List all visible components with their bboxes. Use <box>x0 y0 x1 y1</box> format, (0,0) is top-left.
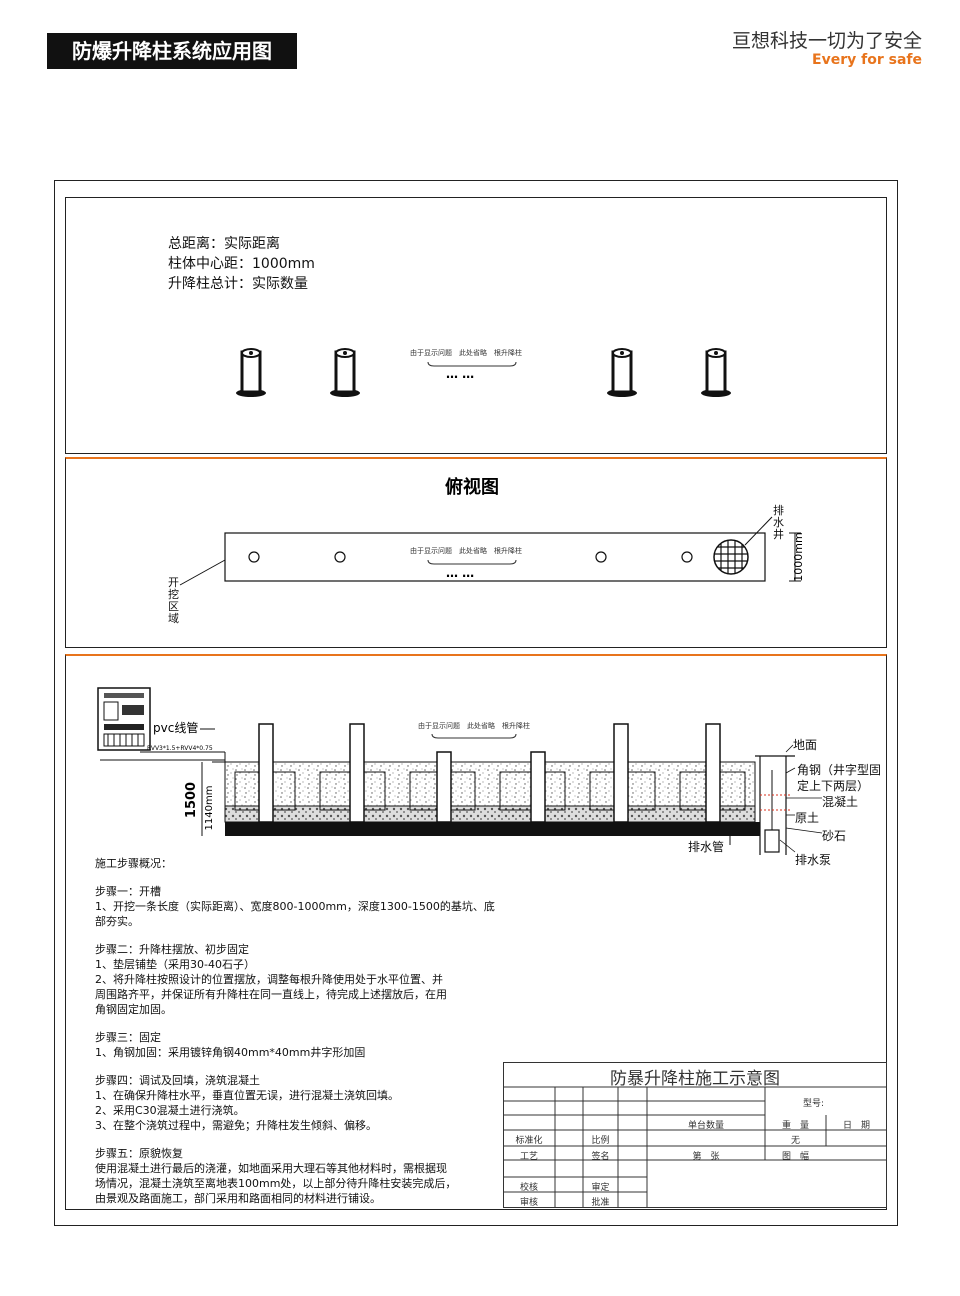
company-slogan-en: Every for safe <box>812 52 922 68</box>
callout-leaders <box>779 744 823 853</box>
bollard-2 <box>330 348 360 397</box>
concrete-layer <box>224 761 756 807</box>
step-line: 步骤一：开槽 <box>95 885 161 898</box>
control-cabinet <box>97 687 151 751</box>
step-gap <box>95 1017 495 1030</box>
step-line: 步骤四：调试及回填，浇筑混凝土 <box>95 1074 260 1087</box>
omission-note: 由于显示问题 此处省略 根升降柱 <box>410 348 522 357</box>
drawing-title-block: 防暴升降柱施工示意图 型号: 单台数量 重 量 日 期 标准化 比例 无 工艺 … <box>503 1062 887 1208</box>
drain-well-icon <box>713 539 749 575</box>
step-line: 2、将升降柱按照设计的位置摆放，调整每根升降使用处于水平位置、并 <box>95 973 443 986</box>
company-slogan: 亘想科技一切为了安全 <box>731 30 922 52</box>
omission-brace <box>431 733 517 739</box>
elevation-panel <box>65 197 887 454</box>
cable-spec-label: RVV3*1.5+RVV4*0.75 <box>147 745 213 752</box>
step-line: 1、角钢加固：采用镀锌角钢40mm*40mm井字形加固 <box>95 1046 366 1059</box>
model-label: 型号: <box>803 1099 825 1109</box>
step-line: 周围路齐平，并保证所有升降柱在同一直线上，待完成上述摆放后，在用 <box>95 988 447 1001</box>
gravel-layer <box>224 805 756 823</box>
bollard-4 <box>701 348 731 397</box>
step-gap <box>95 1060 495 1073</box>
plan-view-title: 俯视图 <box>445 476 499 498</box>
sign-label: 签名 <box>591 1152 610 1162</box>
step-line: 1、垫层铺垫（采用30-40石子） <box>95 958 255 971</box>
craft-label: 工艺 <box>519 1152 538 1162</box>
drain-pump-label: 排水泵 <box>795 853 832 867</box>
step-gap <box>95 929 495 942</box>
date-label: 日 期 <box>842 1121 870 1131</box>
step-line: 2、采用C30混凝土进行浇筑。 <box>95 1104 245 1117</box>
review-label: 审定 <box>591 1183 610 1193</box>
bollard-hole-2 <box>334 551 346 563</box>
plan-view-drawing: 俯视图 1000mm 由于显示问题 此处省略 根升降柱 … … <box>179 476 805 586</box>
bollard-3 <box>607 348 637 397</box>
omission-note: 由于显示问题 此处省略 根升降柱 <box>410 546 522 555</box>
excavation-area <box>224 532 766 582</box>
depth-1140-label: 1140mm <box>204 786 215 831</box>
omission-dots: … … <box>446 566 474 580</box>
plan-view-panel <box>65 457 887 648</box>
excavation-label: 开挖区域 <box>168 576 179 625</box>
approve-label: 批准 <box>591 1198 610 1208</box>
depth-1500-label: 1500 <box>184 782 199 818</box>
step-line: 场情况，混凝土浇筑至离地表100mm处，以上部分待升降柱安装完成后， <box>95 1177 457 1190</box>
step-line: 1、在确保升降柱水平，垂直位置无误，进行混凝土浇筑回填。 <box>95 1089 399 1102</box>
omission-brace <box>427 559 517 565</box>
drawing-frame <box>54 180 898 1226</box>
step-line: 步骤五：原貌恢复 <box>95 1147 183 1160</box>
section-view-panel <box>65 654 887 1210</box>
unit-qty-label: 单台数量 <box>687 1121 724 1131</box>
bollard-elevation-drawing: 由于显示问题 此处省略 根升降柱 … … <box>236 348 731 397</box>
omission-note: 由于显示问题 此处省略 根升降柱 <box>418 721 530 730</box>
drain-pipe-label: 排水管 <box>688 840 725 854</box>
step-line: 由景观及路面施工，部门采用和路面相同的材料进行铺设。 <box>95 1192 381 1205</box>
concrete-label: 混凝土 <box>822 795 859 809</box>
compacted-base <box>225 822 760 836</box>
step-line: 步骤二：升降柱摆放、初步固定 <box>95 943 249 956</box>
scale-value: 无 <box>790 1136 800 1146</box>
page-label: 第 张 <box>692 1152 720 1162</box>
soil-label: 原土 <box>795 811 820 825</box>
section-view-drawing: pvc线管 RVV3*1.5+RVV4*0.75 1500 1140mm 由于显… <box>97 687 823 855</box>
sheet-label: 图 幅 <box>781 1152 809 1162</box>
gravel-label: 砂石 <box>822 829 847 843</box>
bollard-1 <box>236 348 266 397</box>
step-line: 3、在整个浇筑过程中，需避免；升降柱发生倾斜、偏移。 <box>95 1119 377 1132</box>
pvc-pipe-label: pvc线管 <box>153 720 198 735</box>
step-line: 使用混凝土进行最后的浇灌，如地面采用大理石等其他材料时，需根据现 <box>95 1162 447 1175</box>
angle-steel-label-2: 定上下两层） <box>797 779 870 793</box>
construction-steps: 施工步骤概况： 步骤一：开槽 1、开挖一条长度（实际距离）、宽度800-1000mm… <box>95 856 495 1206</box>
step-gap <box>95 871 495 884</box>
check-label: 校核 <box>519 1183 538 1193</box>
bollard-hole-3 <box>595 551 607 563</box>
step-gap <box>95 1133 495 1146</box>
title-block-title: 防暴升降柱施工示意图 <box>610 1069 780 1089</box>
bollard-hole-1 <box>248 551 260 563</box>
section-bollards <box>258 723 721 823</box>
weight-label: 重 量 <box>781 1121 809 1131</box>
step-line: 施工步骤概况： <box>95 857 172 870</box>
step-line: 角钢固定加固。 <box>95 1003 172 1016</box>
spec-center-distance: 柱体中心距：1000mm <box>168 256 315 272</box>
bollard-hole-4 <box>681 551 693 563</box>
angle-steel-label-1: 角钢（井字型固 <box>797 763 882 777</box>
omission-brace <box>427 361 517 367</box>
step-line: 1、开挖一条长度（实际距离）、宽度800-1000mm，深度1300-1500的… <box>95 900 495 928</box>
page-title: 防爆升降柱系统应用图 <box>47 33 297 69</box>
omission-dots: … … <box>446 367 474 381</box>
scale-label: 比例 <box>591 1136 610 1146</box>
spec-total-distance: 总距离：实际距离 <box>168 236 280 252</box>
audit-label: 审核 <box>519 1198 538 1208</box>
standard-label: 标准化 <box>515 1136 543 1146</box>
drain-well-label: 排水井 <box>773 504 784 541</box>
drain-well-section <box>755 755 795 855</box>
ground-label: 地面 <box>793 738 818 752</box>
spec-bollard-count: 升降柱总计：实际数量 <box>168 276 308 292</box>
width-dimension: 1000mm <box>792 532 805 581</box>
step-line: 步骤三：固定 <box>95 1031 161 1044</box>
